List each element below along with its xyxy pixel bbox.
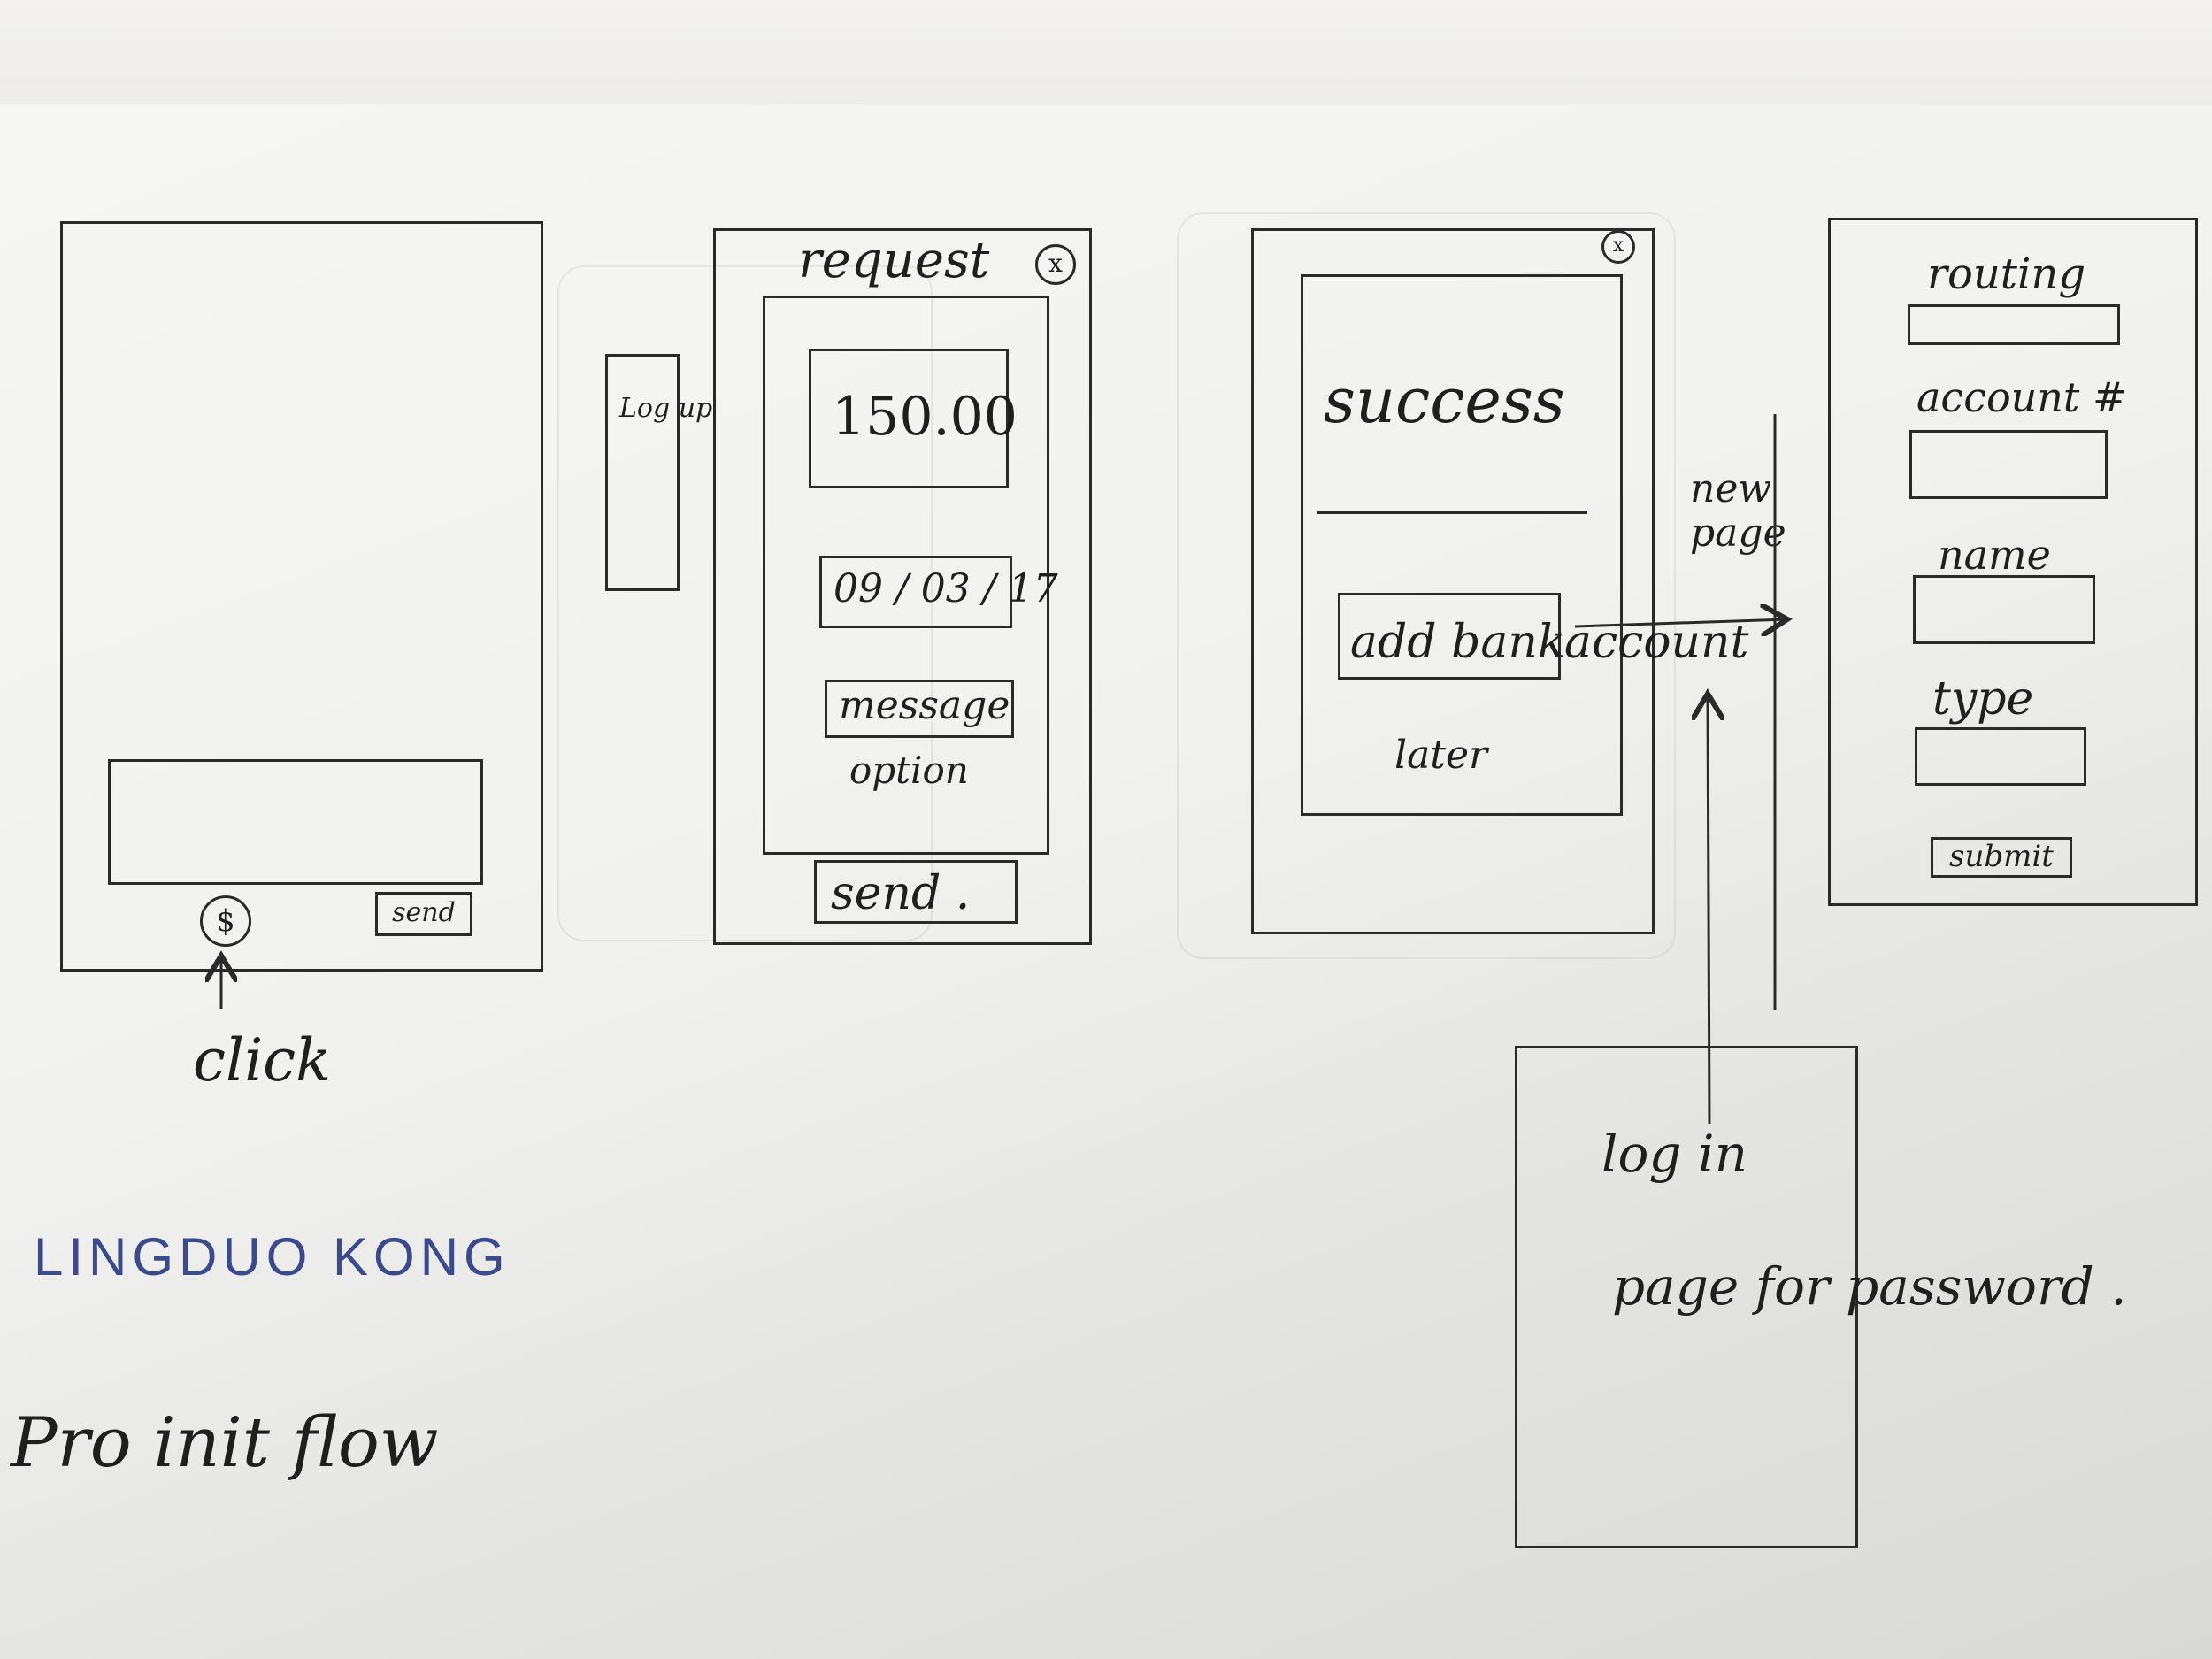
new-page-arrow (1574, 619, 1787, 626)
request-send-button[interactable]: send . (814, 860, 1018, 924)
date-value: 09 / 03 / 17 (833, 566, 1058, 611)
account-number-label: account # (1916, 373, 2127, 421)
message-label: message (839, 683, 1010, 728)
home-send-button[interactable]: send (375, 892, 472, 936)
side-menu-panel (605, 354, 680, 591)
request-screen-frame (713, 228, 1092, 945)
flow-caption: Pro init flow (11, 1403, 439, 1483)
success-status-text: success (1324, 365, 1565, 437)
amount-box[interactable] (809, 349, 1009, 488)
request-close-icon[interactable]: x (1035, 244, 1076, 285)
routing-label: routing (1927, 250, 2086, 299)
bleed-through-shape (557, 265, 933, 941)
login-page-frame (1515, 1046, 1858, 1548)
add-bank-button[interactable] (1338, 593, 1561, 680)
click-annotation: click (193, 1026, 332, 1094)
account-number-input[interactable] (1909, 430, 2108, 499)
request-content-panel (763, 296, 1049, 855)
login-label: log in (1601, 1124, 1747, 1184)
side-menu-label[interactable]: Log up (619, 393, 713, 424)
pay-dollar-button[interactable]: $ (200, 895, 251, 947)
login-up-arrow (1708, 694, 1709, 1125)
add-bank-label: add bank (1350, 616, 1566, 669)
background-paper (0, 0, 2212, 115)
submit-button[interactable]: submit (1931, 837, 2072, 878)
success-close-icon[interactable]: x (1601, 230, 1635, 264)
message-field[interactable] (825, 680, 1014, 738)
success-divider (1317, 511, 1587, 514)
message-optional-label: option (849, 749, 969, 792)
type-select[interactable] (1915, 727, 2086, 786)
date-field[interactable] (819, 556, 1012, 628)
success-screen-frame (1251, 228, 1655, 934)
request-title: request (798, 232, 990, 289)
success-content-panel (1301, 274, 1623, 816)
name-label: name (1938, 531, 2051, 579)
type-label: type (1932, 672, 2034, 726)
home-input-box[interactable] (108, 759, 483, 885)
bleed-through-shape (1177, 212, 1676, 959)
amount-value: 150.00 (832, 386, 1018, 448)
sketch-paper (0, 104, 2212, 1659)
later-button[interactable]: later (1394, 733, 1488, 778)
author-name: LINGDUO KONG (34, 1227, 511, 1286)
new-page-annotation: new page (1690, 466, 1786, 556)
bank-form-frame (1828, 218, 2198, 906)
home-screen-frame (60, 221, 543, 972)
name-input[interactable] (1913, 575, 2095, 644)
password-page-label: page for password . (1612, 1256, 2127, 1317)
routing-input[interactable] (1908, 304, 2120, 345)
